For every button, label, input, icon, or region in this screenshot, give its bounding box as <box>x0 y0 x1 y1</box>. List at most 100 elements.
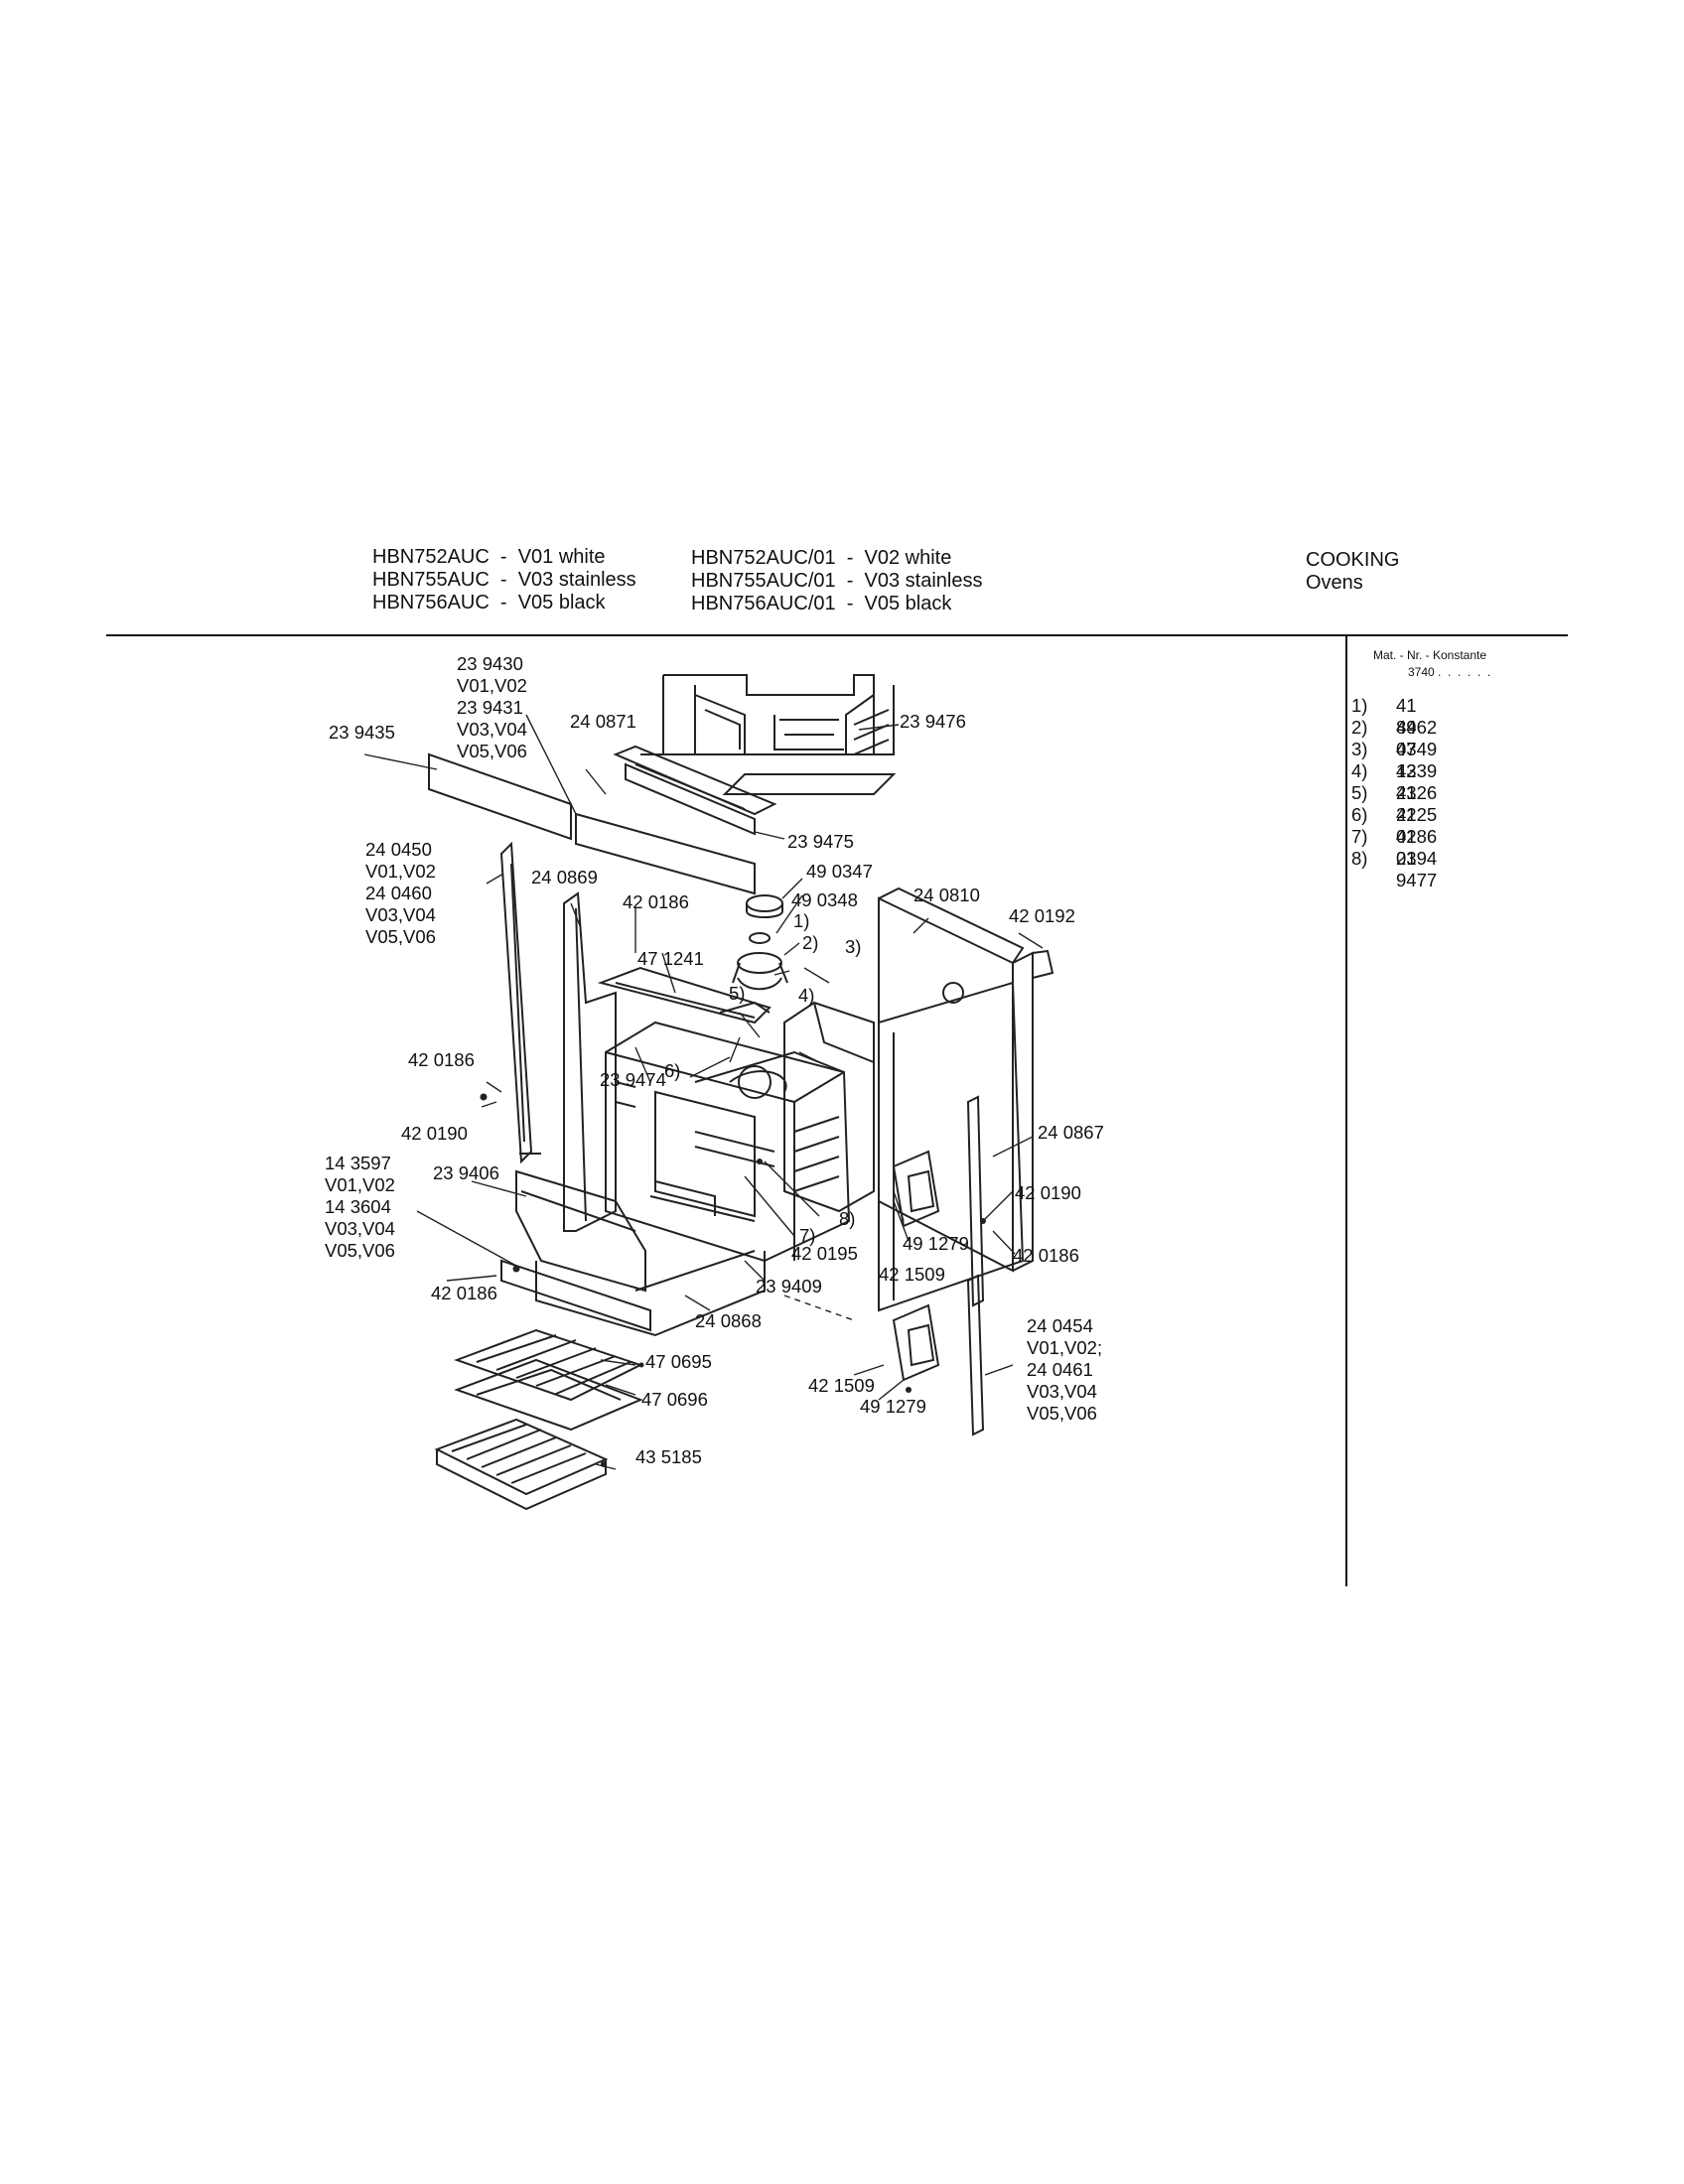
constant-key: 8) <box>1351 848 1368 869</box>
part-label-420186-b: 42 0186 <box>408 1049 475 1070</box>
part-label-471241: 47 1241 <box>637 948 704 969</box>
part-label-143597-v01: V01,V02 <box>325 1174 395 1195</box>
constant-value: 43 2125 <box>1396 782 1438 825</box>
part-label-143604-v05: V05,V06 <box>325 1240 395 1261</box>
part-label-421509-b: 42 1509 <box>808 1375 875 1396</box>
part-label-239430: 23 9430 <box>457 653 523 674</box>
leader-lines <box>363 714 1044 1470</box>
constant-value: 43 2126 <box>1396 760 1438 803</box>
constant-value: 49 0349 <box>1396 717 1438 759</box>
part-label-239431: 23 9431 <box>457 697 523 718</box>
constant-key: 6) <box>1351 804 1368 825</box>
part-label-143604-v03: V03,V04 <box>325 1218 395 1239</box>
part-label-239474: 23 9474 <box>600 1069 666 1090</box>
oven-rack-2 <box>454 1358 643 1432</box>
part-label-470695: 47 0695 <box>645 1351 712 1372</box>
callout-3: 3) <box>845 936 862 957</box>
broil-pan <box>434 1418 609 1511</box>
part-label-420186-d: 42 0186 <box>431 1283 497 1303</box>
part-label-240867: 24 0867 <box>1038 1122 1104 1143</box>
constant-key: 5) <box>1351 782 1368 803</box>
part-label-420186-c: 42 0186 <box>1013 1245 1079 1266</box>
model-line-right-1: HBN752AUC/01 - V02 white <box>691 547 952 569</box>
part-label-490347: 49 0347 <box>806 861 873 882</box>
part-label-239476: 23 9476 <box>900 711 966 732</box>
part-label-470696: 47 0696 <box>641 1389 708 1410</box>
top-trim-strip <box>613 745 777 836</box>
hinge-bracket-upper <box>892 1150 940 1228</box>
part-label-143597: 14 3597 <box>325 1153 391 1173</box>
part-label-240869: 24 0869 <box>531 867 598 887</box>
model-line-right-2: HBN755AUC/01 - V03 stainless <box>691 570 983 592</box>
constants-title: Mat. - Nr. - Konstante <box>1373 648 1487 662</box>
trim-panel <box>575 812 756 895</box>
right-side-panel <box>878 981 1025 1312</box>
part-label-240450: 24 0450 <box>365 839 432 860</box>
part-label-491279-b: 49 1279 <box>860 1396 926 1417</box>
upper-oven-cavity <box>640 674 897 795</box>
part-label-490348: 49 0348 <box>791 889 858 910</box>
constant-value: 42 0186 <box>1396 804 1438 847</box>
part-label-239435: 23 9435 <box>329 722 395 743</box>
part-label-240460: 24 0460 <box>365 883 432 903</box>
header-divider <box>106 634 1568 636</box>
heater-element <box>597 966 772 1024</box>
callout-2: 2) <box>802 932 819 953</box>
part-label-239409: 23 9409 <box>756 1276 822 1297</box>
constant-key: 4) <box>1351 760 1368 781</box>
insulation-panel <box>783 1001 875 1213</box>
part-label-435185: 43 5185 <box>635 1446 702 1467</box>
part-label-240810: 24 0810 <box>913 885 980 905</box>
left-side-panel <box>563 891 617 1232</box>
hinge-bracket-lower <box>892 1303 940 1382</box>
part-label-239406: 23 9406 <box>433 1162 499 1183</box>
part-label-240460-v05: V05,V06 <box>365 926 436 947</box>
main-oven-cavity <box>605 1021 851 1263</box>
back-panel <box>878 887 1054 1273</box>
constant-key: 1) <box>1351 695 1368 716</box>
bottom-frame <box>515 1169 766 1337</box>
part-label-239430-v01: V01,V02 <box>457 675 527 696</box>
part-label-420190-b: 42 0190 <box>1015 1182 1081 1203</box>
screw-markers <box>480 1093 986 1467</box>
model-line-left-1: HBN752AUC - V01 white <box>372 546 606 568</box>
part-label-239431-v05: V05,V06 <box>457 741 527 761</box>
fan-assembly <box>732 894 788 991</box>
part-label-240461-v03: V03,V04 <box>1027 1381 1097 1402</box>
part-label-420186-a: 42 0186 <box>623 891 689 912</box>
part-label-240461: 24 0461 <box>1027 1359 1093 1380</box>
part-label-240868: 24 0868 <box>695 1310 762 1331</box>
part-label-240461-v05: V05,V06 <box>1027 1403 1097 1424</box>
constant-value: 23 9477 <box>1396 848 1438 890</box>
callout-4: 4) <box>798 985 815 1006</box>
part-label-143604: 14 3604 <box>325 1196 391 1217</box>
callout-5: 5) <box>729 983 746 1004</box>
part-label-420195: 42 0195 <box>791 1243 858 1264</box>
part-label-420192: 42 0192 <box>1009 905 1075 926</box>
model-line-left-3: HBN756AUC - V05 black <box>372 592 606 614</box>
part-label-239431-v03: V03,V04 <box>457 719 527 740</box>
constant-key: 3) <box>1351 739 1368 759</box>
left-vertical-rail <box>499 841 541 1164</box>
callout-7: 7) <box>799 1225 816 1246</box>
bottom-trim-strip <box>500 1259 651 1332</box>
constant-value: 41 8462 <box>1396 695 1438 738</box>
constants-prefix: 3740 . . . . . . <box>1408 665 1491 679</box>
part-label-491279-a: 49 1279 <box>903 1233 969 1254</box>
part-label-420190-a: 42 0190 <box>401 1123 468 1144</box>
constant-value: 42 0194 <box>1396 826 1438 869</box>
callout-1: 1) <box>793 910 810 931</box>
constant-value: 47 1239 <box>1396 739 1438 781</box>
model-line-left-2: HBN755AUC - V03 stainless <box>372 569 636 591</box>
trim-strip-left <box>428 752 572 841</box>
part-label-240450-v01: V01,V02 <box>365 861 436 882</box>
constant-key: 2) <box>1351 717 1368 738</box>
callout-8: 8) <box>839 1208 856 1229</box>
part-label-240871: 24 0871 <box>570 711 636 732</box>
subcategory-title: Ovens <box>1306 572 1363 594</box>
part-label-240454: 24 0454 <box>1027 1315 1093 1336</box>
constant-key: 7) <box>1351 826 1368 847</box>
part-label-421509-a: 42 1509 <box>879 1264 945 1285</box>
part-label-240454-v01: V01,V02; <box>1027 1337 1103 1358</box>
